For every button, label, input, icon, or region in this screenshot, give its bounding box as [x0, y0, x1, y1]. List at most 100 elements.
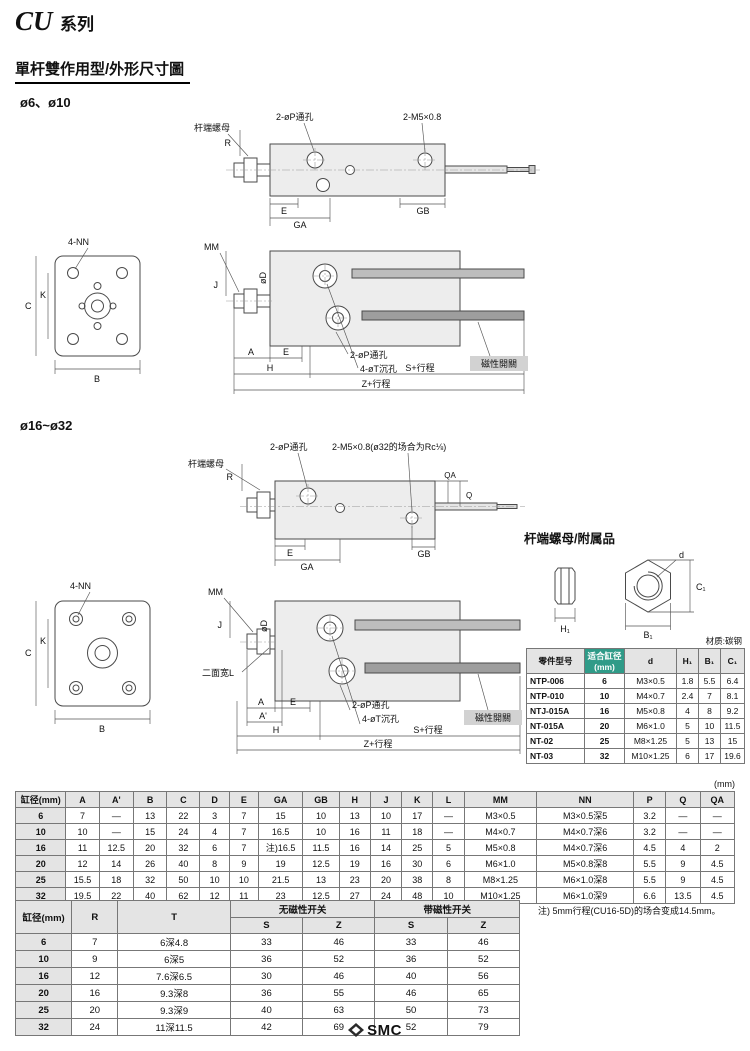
- table-cell: 36: [229, 984, 304, 1002]
- table-cell: —: [665, 807, 701, 824]
- col-header: B: [132, 791, 168, 808]
- label-t-counterbore: 4-øT沉孔: [360, 364, 397, 374]
- table-cell: 20: [369, 871, 403, 888]
- table-cell: 9: [665, 871, 701, 888]
- table-cell: 8: [432, 871, 465, 888]
- col-header: MM: [463, 791, 538, 808]
- table-cell: —: [665, 823, 701, 840]
- table-cell: 20: [132, 839, 168, 856]
- table-cell: 10: [14, 823, 67, 840]
- col-header: E: [228, 791, 259, 808]
- label-4nn: 4-NN: [70, 581, 91, 591]
- table-cell: M4×0.7深6: [536, 839, 634, 856]
- table-cell: M3×0.5: [463, 807, 538, 824]
- label-p-through-holes: 2-øP通孔: [270, 442, 308, 452]
- table-cell: 12: [65, 855, 100, 872]
- label-dim-oD: øD: [258, 272, 268, 284]
- table-cell: 40: [229, 1001, 304, 1019]
- table-cell: 8: [199, 855, 230, 872]
- col-header: D: [199, 791, 230, 808]
- table-cell: 32: [166, 839, 201, 856]
- section-header: 單杆雙作用型/外形尺寸圖: [15, 58, 191, 84]
- table-cell: 9.2: [720, 703, 745, 719]
- label-dim-oD: øD: [259, 620, 269, 632]
- table-cell: M5×0.8深8: [536, 855, 634, 872]
- table-cell: 11: [369, 823, 403, 840]
- label-dim-S-stroke: S+行程: [413, 724, 442, 735]
- table-cell: 26: [132, 855, 168, 872]
- table-cell: 13: [132, 807, 168, 824]
- label-dim-E: E: [287, 548, 293, 558]
- table-cell: 65: [446, 984, 521, 1002]
- label-dim-A: A: [248, 347, 254, 357]
- label-dim-GB: GB: [417, 549, 430, 559]
- table-cell: 2.4: [676, 688, 699, 704]
- label-ports: 2-M5×0.8(ø32的场合为Rc⅛): [332, 441, 446, 452]
- col-header: d: [624, 648, 677, 674]
- label-p-through-holes-bottom: 2-øP通孔: [352, 700, 390, 710]
- table-cell: M4×0.7深6: [536, 823, 634, 840]
- label-dim-H: H: [267, 363, 274, 373]
- label-dim-d: d: [679, 550, 684, 560]
- table-cell: 6: [432, 855, 465, 872]
- label-flat-width: 二面宽L: [202, 667, 234, 678]
- table-cell: 6: [584, 673, 625, 689]
- table-cell: 12: [71, 967, 119, 985]
- table-cell: 4.5: [699, 887, 736, 904]
- label-dim-A-prime: A': [259, 711, 267, 721]
- label-MM: MM: [208, 587, 223, 597]
- table-cell: M6×1.0深8: [536, 871, 634, 888]
- col-header: Z: [302, 917, 376, 934]
- table-cell: 6.6: [632, 887, 667, 904]
- col-header-group: 带磁性开关: [374, 900, 520, 918]
- col-header: 适合缸径(mm): [584, 648, 625, 674]
- label-dim-H1: H₁: [560, 624, 570, 634]
- table-cell: 13: [302, 871, 340, 888]
- table-cell: 9: [665, 855, 701, 872]
- table-cell: 9: [228, 855, 259, 872]
- table-cell: NTJ-015A: [526, 703, 585, 719]
- table-cell: 18: [98, 871, 134, 888]
- table-cell: 10: [14, 950, 73, 968]
- table-cell: 55: [302, 984, 376, 1002]
- switch-label-box: [464, 710, 522, 725]
- dimension-table: 缸径(mm) A A' B C D E GA GB H J K L MM NN …: [14, 791, 736, 904]
- table-cell: 13: [698, 733, 721, 749]
- table-cell: 50: [374, 1001, 448, 1019]
- table-cell: 4: [665, 839, 701, 856]
- table-cell: 73: [446, 1001, 521, 1019]
- table-cell: M8×1.25: [624, 733, 677, 749]
- table-cell: 6.4: [720, 673, 745, 689]
- accessories-title: 杆端螺母/附属品: [524, 532, 615, 546]
- table-cell: 14: [369, 839, 403, 856]
- table-cell: 6深5: [117, 950, 231, 968]
- table-cell: 注)16.5: [257, 839, 304, 856]
- table-cell: M8×1.25: [463, 871, 538, 888]
- col-header: NN: [536, 791, 634, 808]
- table-cell: NT-02: [526, 733, 585, 749]
- col-header: Q: [665, 791, 701, 808]
- table-cell: 16.5: [257, 823, 304, 840]
- table-cell: 40: [166, 855, 201, 872]
- table-cell: M3×0.5深5: [536, 807, 634, 824]
- table-cell: NTP-006: [526, 673, 585, 689]
- table-cell: 6深4.8: [117, 933, 231, 951]
- table-cell: 46: [374, 984, 448, 1002]
- table-cell: M4×0.7: [463, 823, 538, 840]
- table-cell: 25: [401, 839, 434, 856]
- table-cell: 16: [584, 703, 625, 719]
- col-header: GA: [257, 791, 304, 808]
- label-magnetic-switch: 磁性開關: [481, 358, 517, 369]
- table-cell: 20: [14, 984, 73, 1002]
- table-cell: 46: [302, 967, 376, 985]
- col-header: H: [338, 791, 371, 808]
- label-dim-GB: GB: [416, 206, 429, 216]
- table-cell: 33: [229, 933, 304, 951]
- table-cell: 4.5: [699, 855, 736, 872]
